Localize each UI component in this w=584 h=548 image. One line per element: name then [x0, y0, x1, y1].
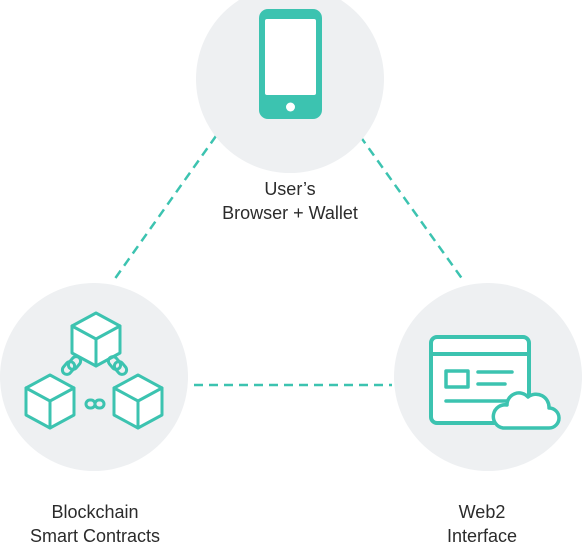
- linked-blocks-icon: [24, 311, 164, 430]
- smartphone-icon: [259, 9, 322, 119]
- wallet-label-line2: Browser + Wallet: [222, 203, 358, 223]
- wallet-label-line1: User’s: [264, 179, 316, 199]
- cube-right: [112, 373, 164, 430]
- cube-left: [24, 373, 76, 430]
- chain-link-bottom: [84, 398, 106, 410]
- connectors: [112, 135, 465, 387]
- cloud: [491, 391, 561, 430]
- image-placeholder: [444, 369, 470, 389]
- wallet-label: User’s Browser + Wallet: [190, 177, 390, 225]
- chain-link-right: [106, 355, 129, 376]
- web2-label-line2: Interface: [446, 526, 518, 546]
- cube-top: [70, 311, 122, 368]
- blockchain-label-line2: Smart Contracts: [29, 526, 161, 546]
- web2-label-line1: Web2: [458, 502, 506, 522]
- blockchain-label-line1: Blockchain: [51, 502, 139, 522]
- web-page-cloud-icon: [429, 335, 561, 430]
- web2-label: Web2 Interface: [402, 500, 562, 548]
- blockchain-label: Blockchain Smart Contracts: [0, 500, 190, 548]
- chain-link-left: [60, 355, 83, 376]
- blockchain-node: [0, 283, 188, 471]
